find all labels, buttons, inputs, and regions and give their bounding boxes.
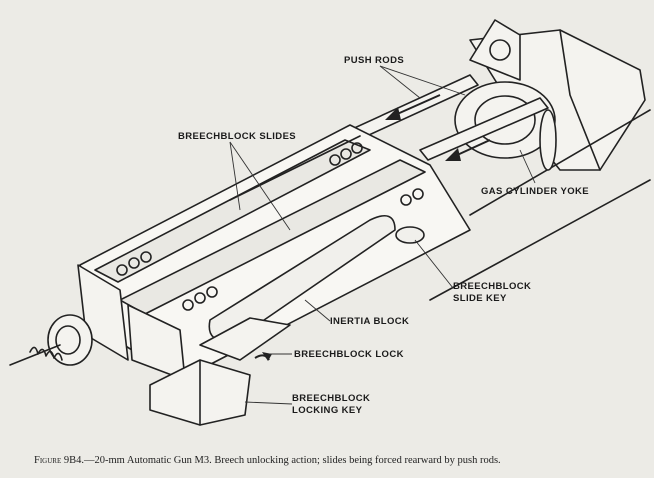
- lock-rotation-arrow-head: [262, 352, 272, 361]
- inertia-block: [208, 214, 396, 342]
- leader-gas-cylinder-yoke: [519, 149, 536, 184]
- firing-rod: [9, 344, 61, 366]
- leader-push-rods-1: [379, 65, 421, 99]
- breechblock-slide-upper: [94, 139, 371, 283]
- slide-holes: [116, 142, 424, 311]
- label-inertia-block: INERTIA BLOCK: [330, 316, 410, 327]
- label-gas-cylinder-yoke: GAS CYLINDER YOKE: [481, 186, 589, 197]
- breechblock-lock: [199, 317, 291, 361]
- figure-caption: Figure 9B4.—20-mm Automatic Gun M3. Bree…: [34, 455, 634, 466]
- push-arrow-lower: [454, 139, 491, 157]
- label-breechblock-slide-key-1: BREECHBLOCK: [453, 281, 532, 292]
- caption-text: —20-mm Automatic Gun M3. Breech unlockin…: [83, 455, 501, 466]
- push-arrow-lower-head: [445, 148, 461, 161]
- leader-inertia-block: [304, 299, 331, 322]
- label-breechblock-slide-key-2: SLIDE KEY: [453, 293, 507, 304]
- label-breechblock-locking-key-1: BREECHBLOCK: [292, 393, 371, 404]
- mounting-lug: [469, 19, 521, 81]
- leader-locking-key: [244, 401, 293, 405]
- leader-push-rods-2: [379, 65, 466, 96]
- barrel-line-bottom: [429, 179, 651, 301]
- label-breechblock-slides: BREECHBLOCK SLIDES: [178, 131, 297, 142]
- push-arrow-upper: [394, 94, 441, 116]
- leader-breechblock-slides-2: [229, 141, 291, 231]
- barrel-line-top: [469, 109, 651, 216]
- lug-hole: [489, 39, 511, 61]
- spring-coil: [29, 346, 63, 361]
- slide-key: [395, 226, 425, 244]
- label-breechblock-lock: BREECHBLOCK LOCK: [294, 349, 404, 360]
- yoke-bore: [474, 95, 536, 145]
- leader-breechblock-slides-1: [229, 141, 241, 211]
- yoke-lug: [539, 109, 557, 171]
- breech-cap-inner: [55, 325, 81, 355]
- push-arrow-upper-head: [385, 107, 401, 120]
- breech-cap: [47, 314, 93, 366]
- push-rod-lower: [419, 97, 549, 161]
- leader-slide-key: [414, 239, 454, 289]
- label-breechblock-locking-key-2: LOCKING KEY: [292, 405, 363, 416]
- slide-rail: [229, 135, 361, 201]
- figure-id: Figure 9B4.: [34, 455, 84, 466]
- label-push-rods: PUSH RODS: [344, 55, 405, 66]
